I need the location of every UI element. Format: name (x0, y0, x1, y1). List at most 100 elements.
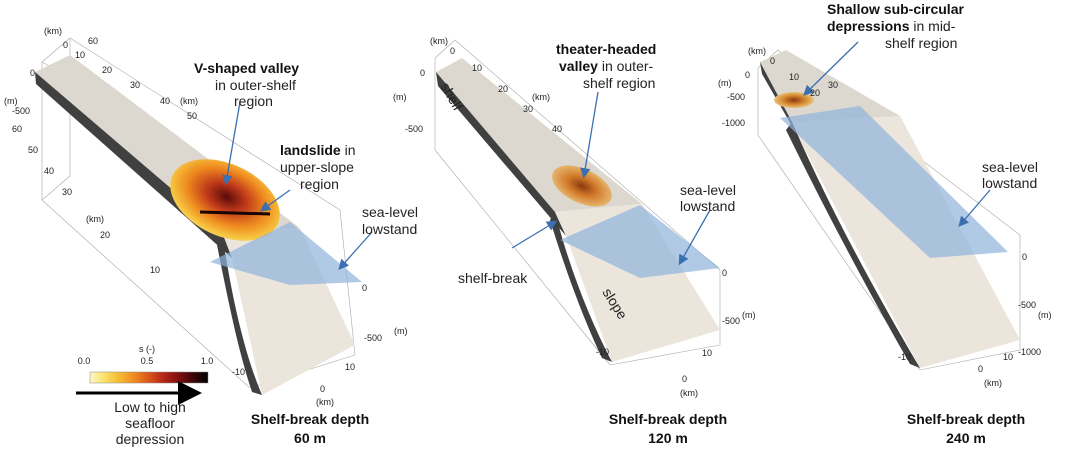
colorbar-label-l2: seafloor (125, 415, 175, 431)
panel-1-valley (170, 159, 280, 241)
panel-1-ann-landslide-l3: region (300, 176, 339, 192)
panel-3-unit-m-right: (m) (1038, 310, 1052, 320)
svg-text:60: 60 (88, 36, 98, 46)
panel-1-caption-l2: 60 m (294, 430, 326, 446)
svg-text:0: 0 (63, 40, 68, 50)
svg-text:10: 10 (472, 63, 482, 73)
panel-2-x-10: 10 (702, 348, 712, 358)
panel-3-zr-1000: -1000 (1018, 347, 1041, 357)
panel-1-x-neg10: -10 (232, 367, 245, 377)
colorbar-title: s (-) (139, 344, 155, 354)
panel-3-depression (774, 92, 814, 108)
panel-1-ann-sealevel-l1: sea-level (362, 204, 418, 220)
svg-text:50: 50 (187, 111, 197, 121)
panel-3-ann-dep-l3: shelf region (885, 35, 957, 51)
panel-3-z-1000: -1000 (722, 118, 745, 128)
colorbar: s (-) 0.0 0.5 1.0 Low to high seafloor d… (76, 344, 213, 447)
panel-2-sealevel-arrow (678, 209, 711, 266)
panel-2-unit-km-top: (km) (430, 36, 448, 46)
panel-2-ann-valley-l3: shelf region (583, 75, 655, 91)
svg-text:20: 20 (100, 230, 110, 240)
panel-3-unit-km-top: (km) (748, 46, 766, 56)
panel-2-x-0: 0 (682, 374, 687, 384)
panel-1-unit-km-mid: (km) (180, 96, 198, 106)
panel-3-ann-dep-l1: Shallow sub-circular (827, 1, 964, 17)
panel-1: 0 10 20 30 40 50 60 (km) (km) (m) 0 -500… (4, 26, 418, 446)
panel-1-unit-m-right: (m) (394, 326, 408, 336)
panel-3-slope-side (786, 122, 920, 368)
panel-1-ann-sealevel-l2: lowstand (362, 221, 417, 237)
svg-text:30: 30 (523, 104, 533, 114)
panel-1-ticks-top: 0 10 20 30 40 50 60 (63, 36, 197, 121)
panel-3-x-neg10: -10 (898, 352, 911, 362)
svg-text:10: 10 (75, 50, 85, 60)
panel-1-x-10: 10 (345, 362, 355, 372)
svg-text:40: 40 (552, 124, 562, 134)
panel-3-ann-sealevel-l1: sea-level (982, 159, 1038, 175)
panel-2-z-0: 0 (420, 68, 425, 78)
panel-3-z-500: -500 (727, 92, 745, 102)
panel-3-sealevel-arrow (958, 189, 991, 227)
colorbar-label-l1: Low to high (114, 399, 186, 415)
panel-2-shelf-side (436, 72, 566, 236)
panel-1-unit-km-left: (km) (86, 214, 104, 224)
panel-3-unit-m-left: (m) (718, 78, 732, 88)
panel-3-x-0: 0 (978, 364, 983, 374)
panel-3-caption-l1: Shelf-break depth (907, 411, 1025, 427)
panel-1-slope-side (216, 232, 262, 395)
svg-text:20: 20 (498, 84, 508, 94)
colorbar-tick-05: 0.5 (141, 356, 154, 366)
panel-1-ann-landslide-l1: landslide in (280, 142, 355, 158)
panel-1-ann-landslide-l2: upper-slope (280, 159, 354, 175)
panel-2-valley-arrow (580, 91, 599, 179)
panel-2-shelfbreak-arrow (511, 220, 558, 249)
panel-1-landslide-arrow (259, 189, 291, 212)
svg-text:20: 20 (102, 65, 112, 75)
svg-text:40: 40 (160, 96, 170, 106)
panel-2-unit-m-right: (m) (742, 310, 756, 320)
panel-1-unit-km-bottom: (km) (316, 397, 334, 407)
panel-3-sea-plane (780, 106, 1008, 258)
panel-2-unit-m-left: (m) (393, 92, 407, 102)
svg-text:50: 50 (28, 145, 38, 155)
panel-1-unit-m-left: (m) (4, 96, 18, 106)
panel-1-ticks-left: 60 50 40 30 20 10 (12, 124, 160, 275)
colorbar-tick-1: 1.0 (201, 356, 214, 366)
panel-2-ann-sealevel-l2: lowstand (680, 198, 735, 214)
panel-1-zr-500: -500 (364, 333, 382, 343)
panel-2-valley (552, 165, 612, 207)
panel-1-sea-plane (210, 222, 362, 285)
svg-text:30: 30 (62, 187, 72, 197)
panel-2-caption-l1: Shelf-break depth (609, 411, 727, 427)
panel-1-ann-valley-title: V-shaped valley (194, 60, 299, 76)
panel-2-caption-l2: 120 m (648, 430, 688, 446)
panel-2-ticks-top: 0 10 20 30 40 (450, 46, 562, 134)
panel-3-unit-km-bottom: (km) (984, 378, 1002, 388)
colorbar-tick-0: 0.0 (78, 356, 91, 366)
panel-2-x-neg10: -10 (596, 347, 609, 357)
svg-text:10: 10 (150, 265, 160, 275)
svg-text:0: 0 (770, 56, 775, 66)
panel-3-caption-l2: 240 m (946, 430, 986, 446)
svg-text:0: 0 (450, 46, 455, 56)
panel-1-z-500: -500 (12, 106, 30, 116)
panel-2-ann-valley-l1: theater-headed (556, 41, 656, 57)
svg-text:20: 20 (810, 88, 820, 98)
panel-2-ann-shelfbreak: shelf-break (458, 270, 528, 286)
panel-1-landslide-scarp (199, 210, 271, 216)
panel-3-zr-0: 0 (1022, 252, 1027, 262)
panel-1-x-0: 0 (320, 384, 325, 394)
panel-2-zr-500: -500 (722, 316, 740, 326)
panel-2-zr-0: 0 (722, 268, 727, 278)
svg-text:30: 30 (130, 80, 140, 90)
panel-3-ann-sealevel-l2: lowstand (982, 175, 1037, 191)
panel-1-unit-km-top: (km) (44, 26, 62, 36)
svg-text:60: 60 (12, 124, 22, 134)
panel-2-ann-valley-l2: valley in outer- (559, 58, 654, 74)
svg-text:10: 10 (789, 72, 799, 82)
panel-2: (km) 0 10 20 30 40 (km) (m) 0 -500 0 (m)… (393, 36, 756, 446)
panel-2-unit-km-mid: (km) (532, 92, 550, 102)
panel-2-ann-sealevel-l1: sea-level (680, 182, 736, 198)
panel-3-depression-arrow (803, 41, 859, 96)
